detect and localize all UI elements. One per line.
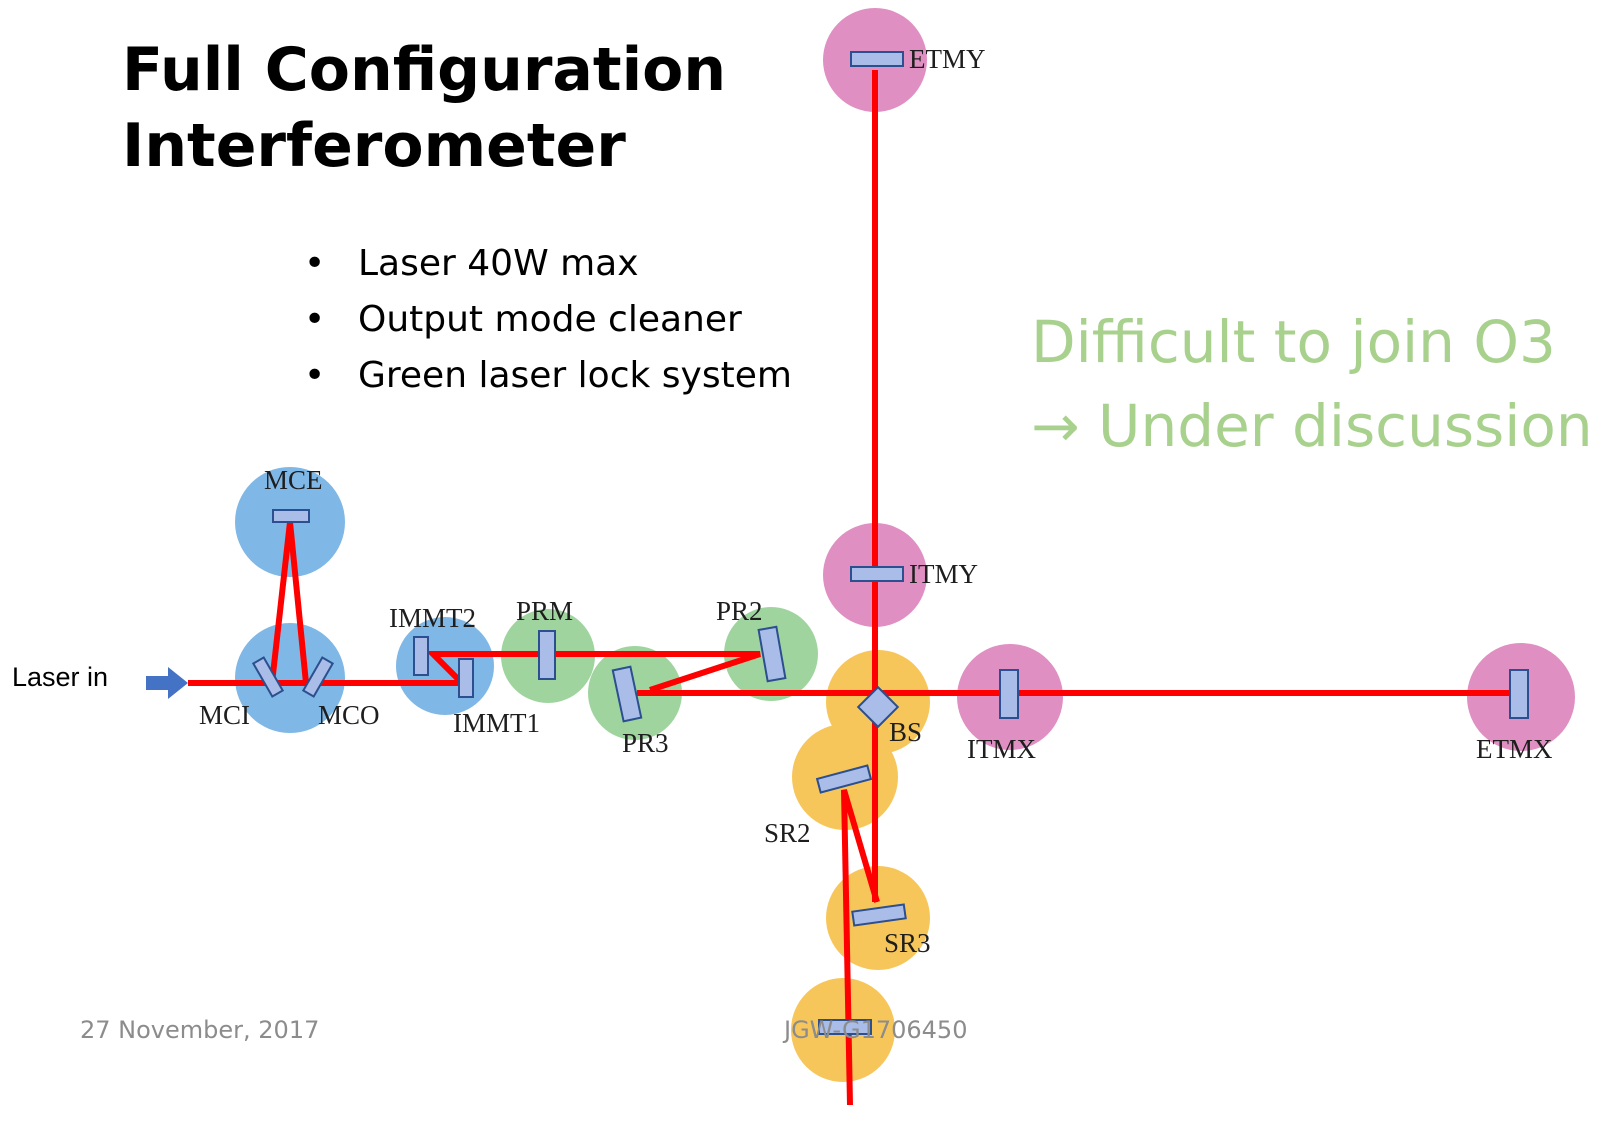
bullet-text: Green laser lock system [358, 355, 792, 396]
bullet-item: • Output mode cleaner [298, 292, 792, 348]
bullet-item: • Laser 40W max [298, 236, 792, 292]
mco-label: MCO [318, 700, 380, 730]
sr3-mirror [851, 903, 907, 927]
prm-mirror [538, 630, 556, 680]
bullet-marker: • [304, 299, 326, 340]
laser-input-label: Laser in [12, 662, 108, 692]
bullet-marker: • [304, 355, 326, 396]
status-note-line-1: Difficult to join O3 [1031, 308, 1556, 376]
itmx-label: ITMX [967, 734, 1036, 764]
bullet-text: Laser 40W max [358, 243, 639, 284]
pr2-mirror [757, 625, 787, 683]
status-note: Difficult to join O3 → Under discussion [1031, 300, 1593, 468]
etmy-label: ETMY [909, 44, 986, 74]
footer-document-id: JGW-G1706450 [784, 1016, 968, 1044]
mce-label: MCE [264, 465, 323, 495]
pr2-label: PR2 [716, 596, 763, 626]
itmy-mirror [850, 566, 904, 582]
itmx-mirror [999, 669, 1019, 719]
prm-label: PRM [516, 596, 573, 626]
immt1-label: IMMT1 [453, 708, 540, 738]
mirrors [251, 51, 1529, 1035]
mci-label: MCI [199, 700, 250, 730]
footer-date: 27 November, 2017 [80, 1016, 320, 1044]
mco-mirror [301, 656, 335, 698]
bs-label: BS [889, 717, 922, 747]
mci-mirror [251, 656, 285, 698]
srm-mirror [818, 1019, 872, 1035]
sr3-label: SR3 [884, 928, 931, 958]
immt2-label: IMMT2 [389, 603, 476, 633]
pr3-mirror [611, 665, 643, 723]
status-note-line-2: → Under discussion [1031, 392, 1593, 460]
etmy-mirror [850, 51, 904, 67]
sr2-label: SR2 [764, 818, 811, 848]
immt1-mirror [458, 658, 474, 698]
sr2-mirror [815, 764, 873, 794]
laser-beam-path [188, 70, 1518, 1106]
etmx-mirror [1509, 669, 1529, 719]
pr3-label: PR3 [622, 728, 669, 758]
slide-title: Full Configuration Interferometer [122, 32, 726, 184]
itmy-label: ITMY [909, 559, 978, 589]
title-line-2: Interferometer [122, 111, 626, 181]
mce-mirror [272, 509, 310, 523]
bullet-text: Output mode cleaner [358, 299, 742, 340]
bullet-item: • Green laser lock system [298, 348, 792, 404]
immt2-mirror [413, 636, 429, 676]
feature-bullet-list: • Laser 40W max • Output mode cleaner • … [298, 236, 792, 404]
etmx-label: ETMX [1476, 734, 1553, 764]
mc-chamber [235, 623, 345, 733]
bs-mirror [856, 685, 900, 729]
bullet-marker: • [304, 243, 326, 284]
title-line-1: Full Configuration [122, 35, 727, 105]
laser-input-arrow-icon [146, 667, 188, 699]
